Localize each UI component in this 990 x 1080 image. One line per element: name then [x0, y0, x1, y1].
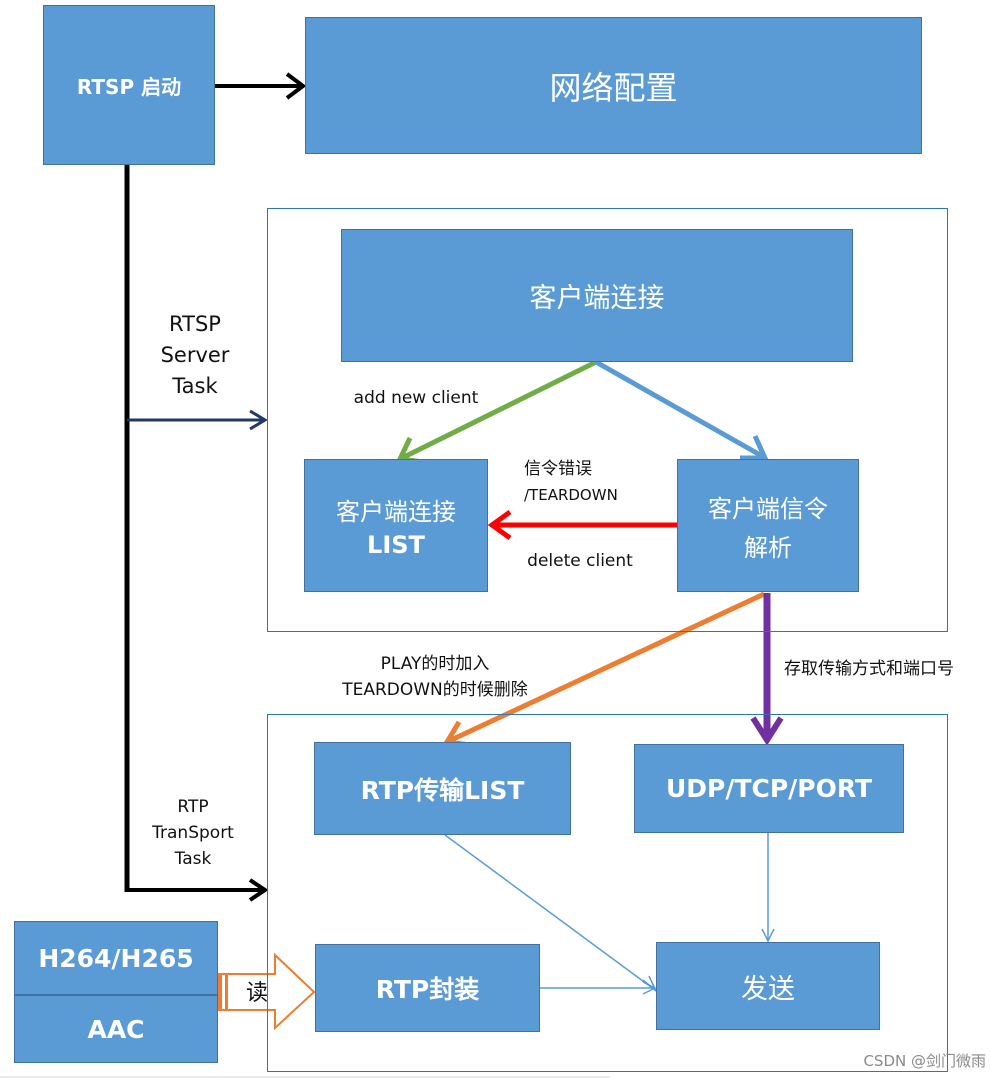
arrow-delete-client — [487, 509, 677, 541]
client-list-line2: LIST — [367, 531, 425, 559]
teardown-delete-line: TEARDOWN的时候删除 — [342, 680, 528, 700]
arrow-udp-to-send — [761, 833, 775, 943]
arrow-rtp-pack-to-send — [540, 981, 657, 995]
play-teardown-label: PLAY的时加入 TEARDOWN的时候删除 — [320, 651, 550, 703]
client-list-line1: 客户端连接 — [336, 498, 456, 526]
arrow-to-server-group — [127, 409, 268, 431]
transport-task-line3: Task — [174, 849, 212, 869]
client-connect-box: 客户端连接 — [341, 229, 853, 362]
transport-task-label: RTP TranSport Task — [140, 794, 246, 872]
signal-parse-line2: 解析 — [744, 533, 792, 562]
read-label: 读 — [245, 981, 268, 1006]
transport-task-line2: TranSport — [152, 823, 234, 843]
client-list-box: 客户端连接 LIST — [304, 459, 488, 592]
signal-error-line2: /TEARDOWN — [524, 486, 618, 504]
h264-box: H264/H265 — [14, 921, 218, 995]
rtp-pack-box: RTP封装 — [315, 944, 540, 1032]
server-task-line1: RTSP — [169, 312, 221, 336]
arrow-to-signal-parse — [594, 359, 769, 461]
play-add-line: PLAY的时加入 — [380, 654, 490, 674]
arrow-to-transport-group — [125, 878, 269, 902]
rtp-list-box: RTP传输LIST — [314, 742, 571, 835]
signal-error-label: 信令错误 /TEARDOWN — [524, 456, 654, 508]
udp-tcp-port-box: UDP/TCP/PORT — [634, 744, 904, 833]
transport-task-group — [267, 714, 948, 1072]
network-config-box: 网络配置 — [305, 17, 922, 154]
server-task-line3: Task — [172, 374, 218, 398]
rtsp-start-box: RTSP 启动 — [43, 5, 215, 165]
send-box: 发送 — [656, 942, 880, 1030]
transport-task-line1: RTP — [177, 797, 209, 817]
signal-parse-line1: 客户端信令 — [708, 494, 828, 523]
arrow-start-to-network — [215, 72, 307, 100]
watermark: CSDN @剑门微雨 — [863, 1052, 986, 1070]
server-task-line2: Server — [160, 343, 230, 367]
delete-client-label: delete client — [527, 551, 633, 571]
store-transport-label: 存取传输方式和端口号 — [784, 659, 954, 679]
arrow-to-udp-tcp-port — [750, 593, 784, 746]
signal-parse-box: 客户端信令 解析 — [677, 459, 859, 592]
add-client-label: add new client — [353, 388, 479, 408]
signal-error-line1: 信令错误 — [524, 459, 592, 479]
server-task-label: RTSP Server Task — [145, 309, 245, 402]
aac-box: AAC — [14, 995, 218, 1063]
read-block-arrow — [217, 952, 316, 1031]
server-task-group — [267, 208, 948, 632]
